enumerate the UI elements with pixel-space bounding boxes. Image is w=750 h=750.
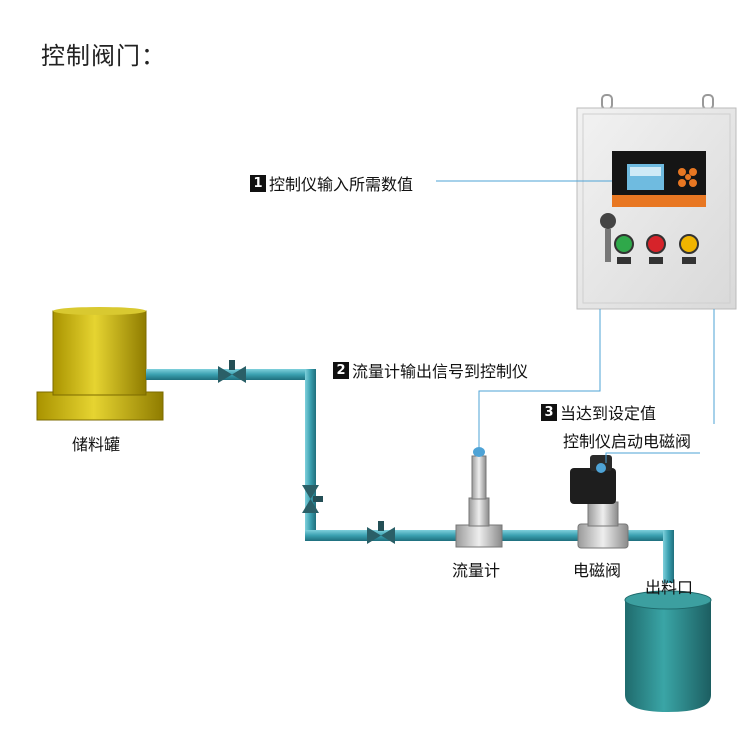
solenoid-valve-label: 电磁阀 [573, 561, 622, 580]
step-3-line2: 控制仪启动电磁阀 [563, 432, 692, 451]
outlet-bucket [624, 590, 712, 712]
manual-valve-bottom [367, 521, 395, 544]
flow-meter-label: 流量计 [452, 561, 501, 580]
manual-valve-top [218, 360, 246, 383]
step-3-line1: 当达到设定值 [560, 404, 657, 423]
control-cabinet [576, 94, 737, 310]
step-3-badge: 3 [541, 403, 557, 421]
step-3-annotation: 3 当达到设定值 [541, 400, 656, 424]
step-2-badge: 2 [333, 361, 349, 379]
storage-tank [36, 307, 164, 421]
step-1-annotation: 1 控制仪输入所需数值 [250, 171, 413, 195]
signal-lines [436, 180, 715, 463]
step-1-badge: 1 [250, 174, 266, 192]
solenoid-valve [570, 455, 629, 549]
step-1-text: 控制仪输入所需数值 [269, 175, 414, 194]
page-title: 控制阀门： [41, 42, 166, 70]
step-2-annotation: 2 流量计输出信号到控制仪 [333, 358, 528, 382]
manual-valve-vertical [302, 485, 323, 513]
storage-tank-label: 储料罐 [72, 435, 121, 454]
step-2-text: 流量计输出信号到控制仪 [352, 362, 529, 381]
outlet-label: 出料口 [645, 578, 694, 597]
flow-meter [455, 447, 503, 548]
